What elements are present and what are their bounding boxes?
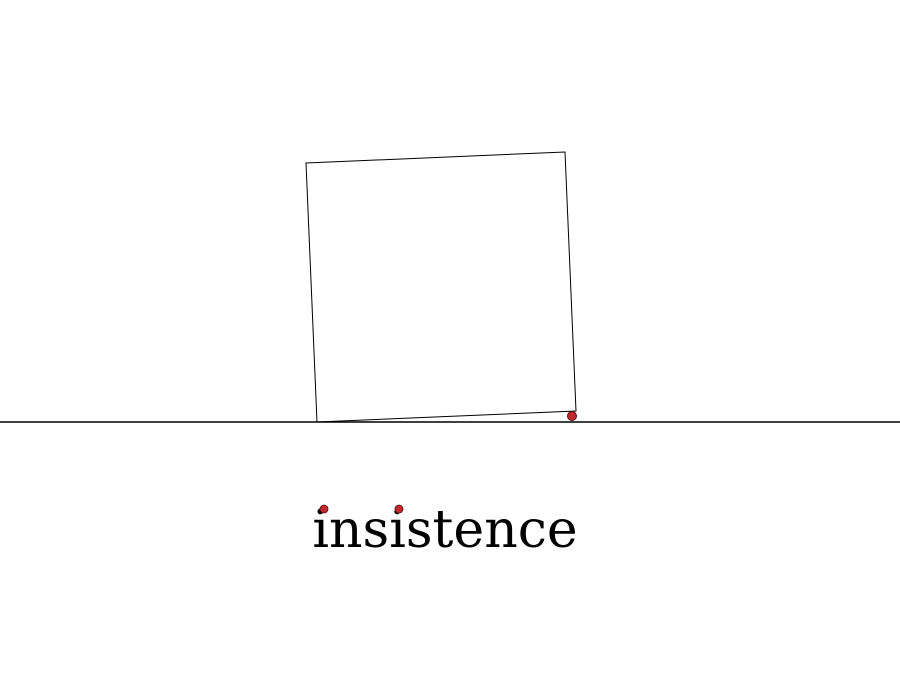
tilted-square (305, 151, 577, 423)
i-dot-second (394, 504, 404, 514)
i-dot-first (319, 504, 329, 514)
pivot-dot (567, 411, 577, 421)
word-label: insistence (312, 500, 577, 560)
